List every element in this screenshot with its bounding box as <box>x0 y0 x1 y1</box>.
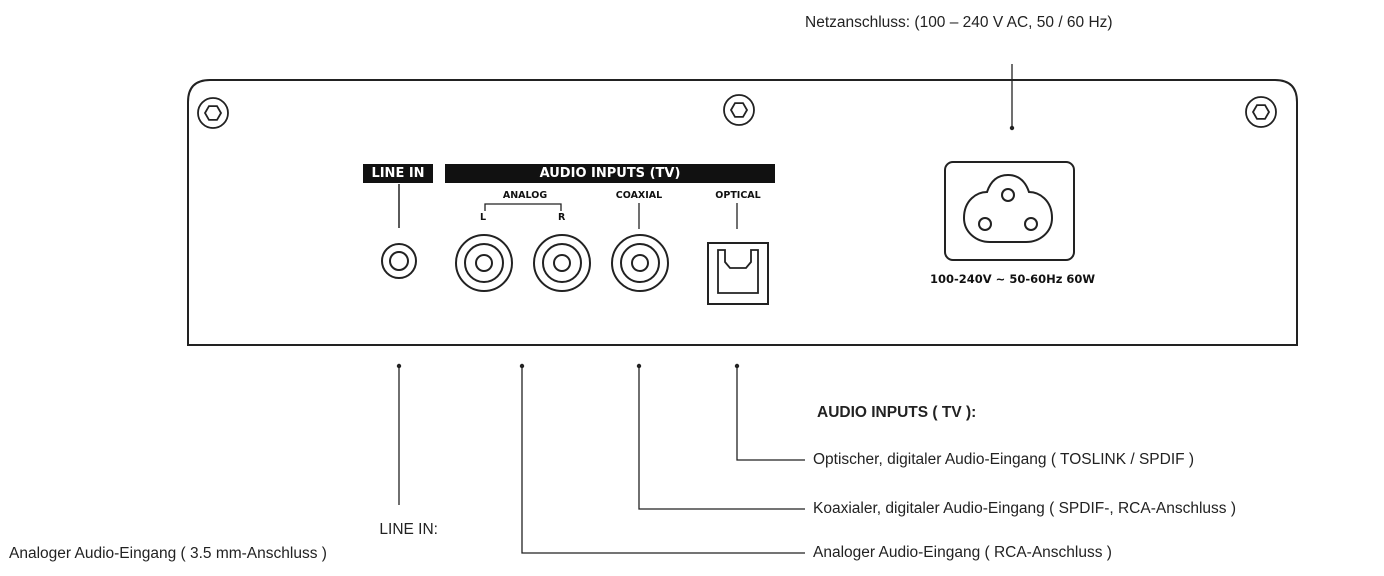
line-in-callout-title: LINE IN: <box>379 521 438 538</box>
screw-right <box>1245 96 1277 128</box>
device-rear-panel <box>187 79 1298 346</box>
right-channel-label: R <box>558 212 566 223</box>
optical-callout: Optischer, digitaler Audio-Eingang ( TOS… <box>813 451 1195 468</box>
analog-callout: Analoger Audio-Eingang ( RCA-Anschluss ) <box>813 544 1112 561</box>
line-in-header: LINE IN <box>363 164 433 183</box>
left-channel-label: L <box>480 212 487 223</box>
mains-callout: Netzanschluss: (100 – 240 V AC, 50 / 60 … <box>805 14 1113 31</box>
line-in-jack <box>381 243 417 279</box>
optical-toslink-port <box>707 242 769 305</box>
audio-inputs-callout-title: AUDIO INPUTS ( TV ): <box>817 404 977 421</box>
leader-coaxial <box>636 363 805 510</box>
screw-left <box>197 97 229 129</box>
power-inlet <box>944 161 1075 261</box>
coaxial-callout: Koaxialer, digitaler Audio-Eingang ( SPD… <box>813 500 1236 517</box>
screw-center <box>723 94 755 126</box>
coaxial-rca-jack <box>611 234 669 292</box>
leader-mains <box>1009 64 1015 131</box>
audio-inputs-header: AUDIO INPUTS (TV) <box>445 164 775 183</box>
leader-line-in <box>396 363 402 505</box>
coaxial-label: COAXIAL <box>615 190 663 201</box>
analog-left-rca-jack <box>455 234 513 292</box>
line-in-callout: Analoger Audio-Eingang ( 3.5 mm-Anschlus… <box>9 545 327 562</box>
analog-right-rca-jack <box>533 234 591 292</box>
leader-analog <box>519 363 805 554</box>
analog-label: ANALOG <box>502 190 548 201</box>
power-spec-label: 100-240V ~ 50-60Hz 60W <box>930 272 1096 286</box>
optical-label: OPTICAL <box>715 190 761 201</box>
leader-optical <box>734 363 805 461</box>
